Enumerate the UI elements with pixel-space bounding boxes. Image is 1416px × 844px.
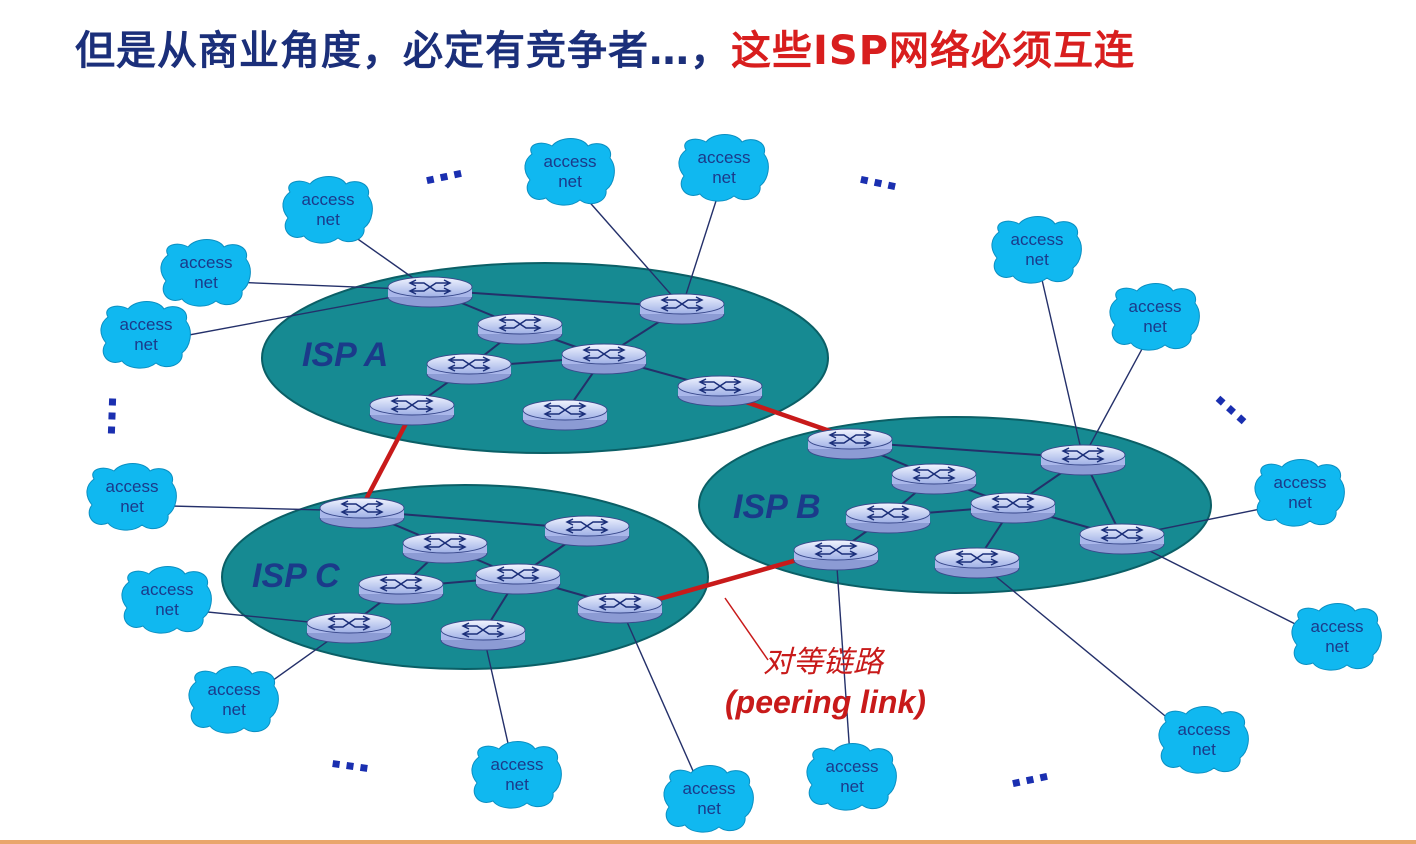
access-net-label-line2: net: [1325, 637, 1349, 656]
router-icon: [934, 547, 1020, 579]
access-net-label-line2: net: [120, 497, 144, 516]
access-net-label-line1: access: [1274, 473, 1327, 492]
router-icon: [639, 293, 725, 325]
access-net-label-line1: access: [698, 148, 751, 167]
router-icon: [561, 343, 647, 375]
ellipsis-marks: [860, 175, 896, 191]
router-icon: [845, 502, 931, 534]
peering-link-a7-c1: [360, 410, 414, 509]
access-net-label-line1: access: [180, 253, 233, 272]
router-icon: [522, 399, 608, 431]
peering-label-cn: 对等链路: [763, 645, 886, 680]
access-link-6: [1036, 257, 1084, 459]
router-icon: [793, 539, 879, 571]
access-link-5: [145, 289, 431, 344]
router-icon: [387, 276, 473, 308]
slide-bottom-border: [0, 840, 1416, 844]
access-net-label-line1: access: [491, 755, 544, 774]
access-net-label-line1: access: [141, 580, 194, 599]
router-icon: [319, 497, 405, 529]
router-icon: [577, 592, 663, 624]
access-net-label-line1: access: [1178, 720, 1231, 739]
access-net-label-line2: net: [194, 273, 218, 292]
access-net-label-line2: net: [558, 172, 582, 191]
ellipsis-marks: [107, 398, 117, 434]
ellipsis-marks: [332, 760, 368, 772]
access-net-label-line2: net: [134, 335, 158, 354]
router-icon: [1079, 523, 1165, 555]
access-net-label-line1: access: [683, 779, 736, 798]
router-icon: [402, 532, 488, 564]
router-icon: [970, 492, 1056, 524]
isp-b-label: ISP B: [733, 488, 821, 526]
access-net-label-line2: net: [505, 775, 529, 794]
access-net-label-line1: access: [120, 315, 173, 334]
router-icon: [891, 463, 977, 495]
ellipsis-marks: [1215, 395, 1247, 425]
access-net-label-line1: access: [1011, 230, 1064, 249]
access-net-label-line2: net: [1143, 317, 1167, 336]
router-icon: [369, 394, 455, 426]
access-net-label-line1: access: [106, 477, 159, 496]
isp-c-label: ISP C: [252, 557, 340, 595]
access-net-label-line2: net: [1192, 740, 1216, 759]
access-net-label-line1: access: [544, 152, 597, 171]
router-icon: [544, 515, 630, 547]
access-net-label-line2: net: [840, 777, 864, 796]
ellipsis-marks: [426, 169, 462, 185]
router-icon: [807, 428, 893, 460]
title-part-2: 这些ISP网络必须互连: [731, 28, 1136, 74]
title-part-1: 但是从商业角度，必定有竞争者…，: [75, 28, 731, 74]
access-net-label-line2: net: [222, 700, 246, 719]
access-net-label-line1: access: [302, 190, 355, 209]
access-net-label-line2: net: [155, 600, 179, 619]
router-icon: [440, 619, 526, 651]
access-net-label-line2: net: [316, 210, 340, 229]
router-icon: [475, 563, 561, 595]
access-net-label-line1: access: [826, 757, 879, 776]
isp-a-label: ISP A: [302, 336, 388, 374]
peering-annotation-line: [724, 597, 769, 661]
router-icon: [358, 573, 444, 605]
router-icon: [477, 313, 563, 345]
router-icon: [426, 353, 512, 385]
peering-label-en: (peering link): [725, 684, 926, 720]
router-icon: [306, 612, 392, 644]
access-net-label-line2: net: [1025, 250, 1049, 269]
page-title: 但是从商业角度，必定有竞争者…，这些ISP网络必须互连: [75, 18, 1135, 76]
access-net-label-line2: net: [697, 799, 721, 818]
access-net-label-line1: access: [1311, 617, 1364, 636]
access-net-label-line1: access: [1129, 297, 1182, 316]
access-net-label-line2: net: [1288, 493, 1312, 512]
access-net-label-line2: net: [712, 168, 736, 187]
access-net-label-line1: access: [208, 680, 261, 699]
router-icon: [677, 375, 763, 407]
router-icon: [1040, 444, 1126, 476]
ellipsis-marks: [1012, 772, 1048, 788]
